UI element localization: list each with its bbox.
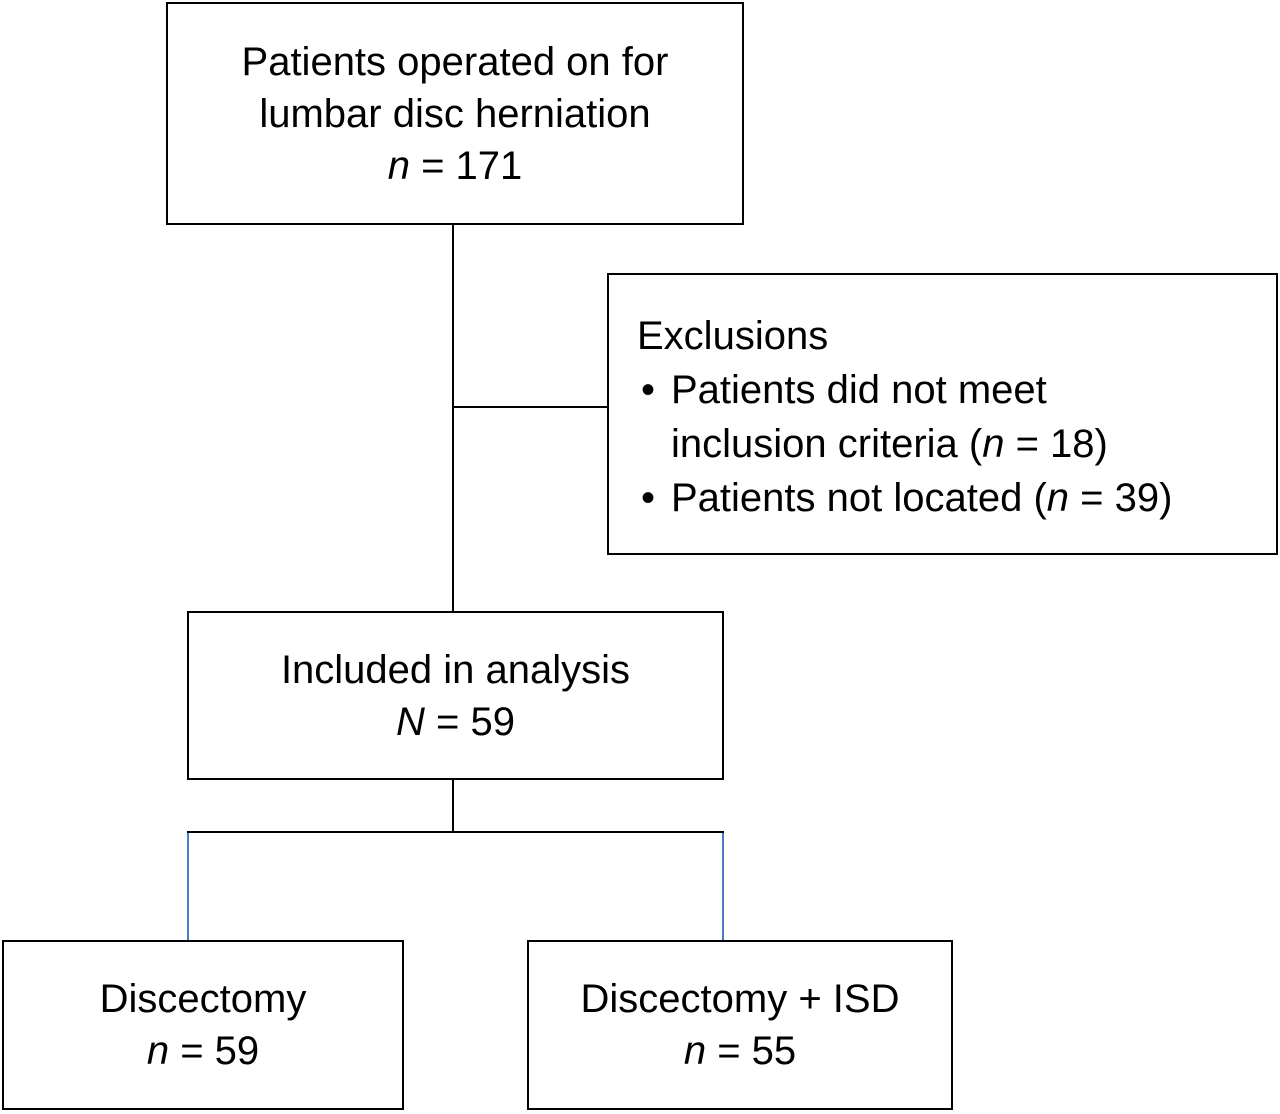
- included-n-symbol: N: [396, 699, 425, 744]
- box-total-patients: Patients operated on for lumbar disc her…: [166, 2, 744, 225]
- bullet-icon: •: [641, 368, 656, 412]
- connector-total-to-included: [452, 224, 454, 612]
- discectomy-count: n = 59: [147, 1025, 259, 1077]
- connector-included-down: [452, 778, 454, 832]
- box-discectomy: Discectomy n = 59: [2, 940, 404, 1110]
- exclusion-not-located-n-value: = 39): [1069, 476, 1173, 520]
- exclusions-title: Exclusions: [637, 314, 829, 358]
- exclusion-criteria-line-1: Patients did not meet: [671, 368, 1047, 412]
- discectomy-n-value: = 59: [169, 1029, 260, 1073]
- discectomy-line-1: Discectomy: [99, 977, 307, 1021]
- total-count: n = 171: [388, 140, 523, 192]
- connector-branch-horizontal: [187, 831, 724, 833]
- exclusion-criteria-line-2: inclusion criteria (: [671, 422, 983, 466]
- discectomy-isd-line-1: Discectomy + ISD: [580, 977, 900, 1021]
- exclusion-item-not-located: • Patients not located (n = 39): [637, 471, 1276, 525]
- exclusion-criteria-n-value: = 18): [1004, 422, 1108, 466]
- connector-branch-left: [187, 833, 189, 940]
- connector-to-exclusions: [452, 406, 607, 408]
- connector-branch-right: [722, 833, 724, 940]
- discectomy-isd-n-symbol: n: [683, 1029, 707, 1073]
- included-count: N = 59: [396, 696, 515, 748]
- exclusion-criteria-n-symbol: n: [982, 422, 1005, 466]
- box-included-analysis: Included in analysis N = 59: [187, 611, 724, 780]
- discectomy-isd-count: n = 55: [684, 1025, 796, 1077]
- included-n-value: = 59: [424, 699, 515, 744]
- total-n-symbol: n: [387, 143, 410, 188]
- box-discectomy-isd: Discectomy + ISD n = 55: [527, 940, 953, 1110]
- discectomy-isd-n-value: = 55: [706, 1029, 797, 1073]
- exclusion-not-located-line-1: Patients not located (: [671, 476, 1047, 520]
- exclusion-not-located-n-symbol: n: [1046, 476, 1070, 520]
- total-n-value: = 171: [409, 143, 523, 188]
- total-line-2: lumbar disc herniation: [259, 91, 651, 136]
- box-exclusions: Exclusions • Patients did not meet inclu…: [607, 273, 1278, 555]
- total-line-1: Patients operated on for: [241, 39, 669, 84]
- bullet-icon: •: [641, 476, 656, 520]
- exclusion-item-criteria: • Patients did not meet inclusion criter…: [637, 363, 1276, 471]
- discectomy-n-symbol: n: [146, 1029, 170, 1073]
- included-line-1: Included in analysis: [280, 647, 631, 692]
